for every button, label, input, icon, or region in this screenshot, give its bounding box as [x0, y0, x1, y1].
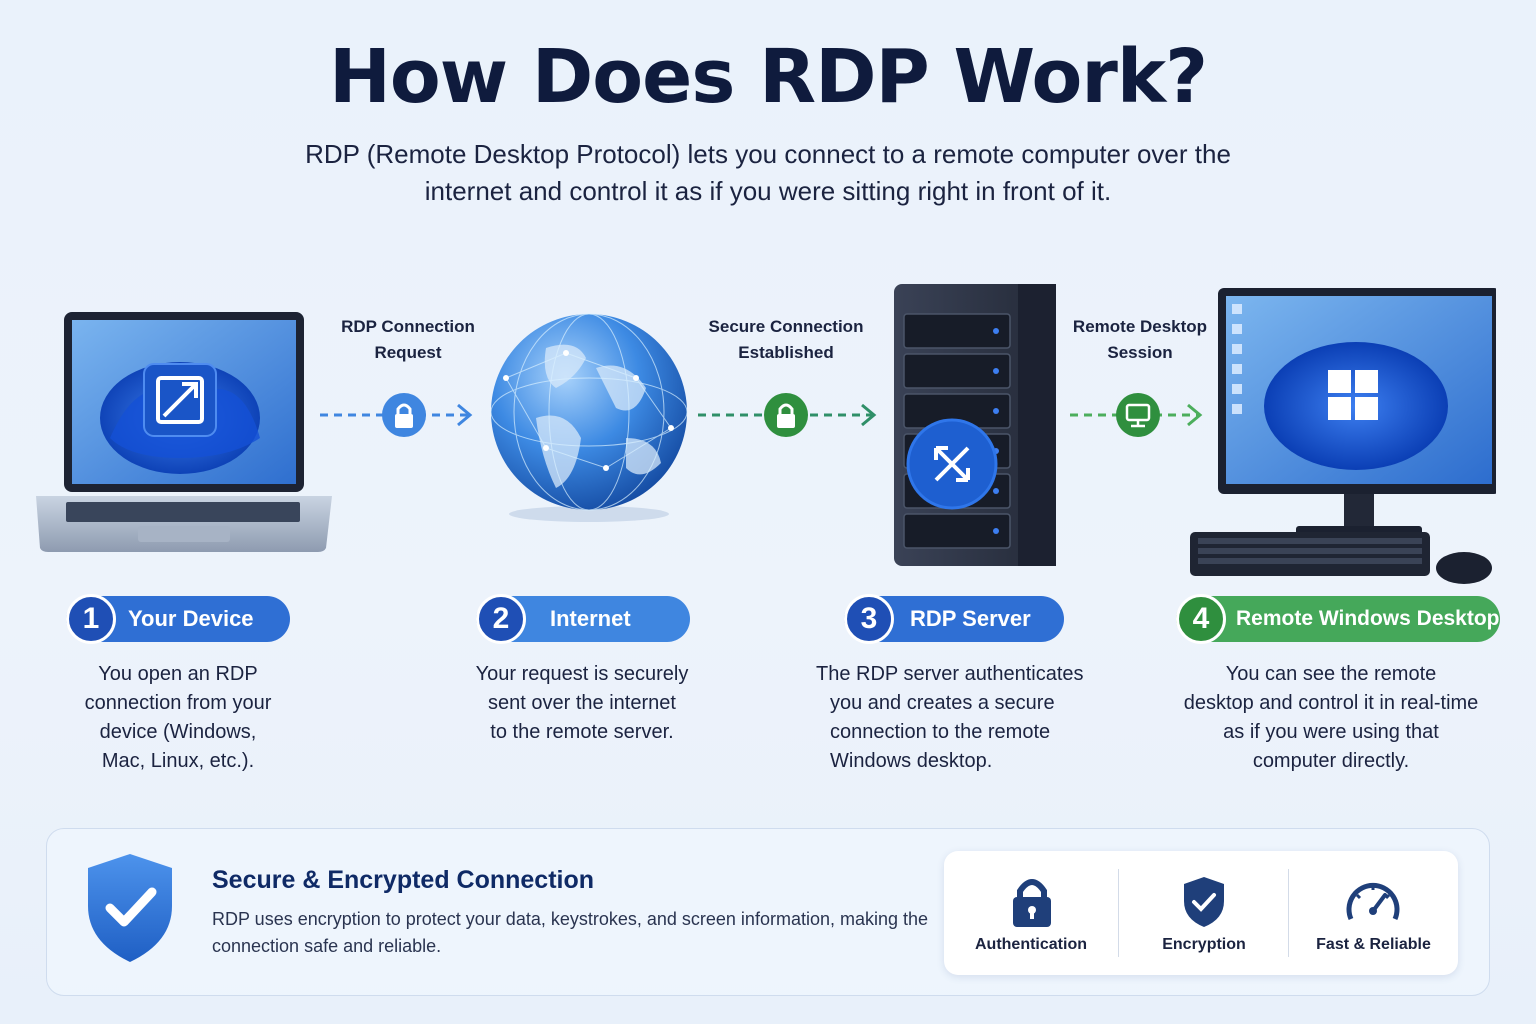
- step-desc-4: You can see the remote desktop and contr…: [1183, 663, 1479, 772]
- step-desc-1: You open an RDP connection from your dev…: [84, 663, 272, 772]
- padlock-icon: [1013, 879, 1051, 927]
- step-label: Internet: [550, 606, 631, 631]
- divider: [1288, 869, 1289, 957]
- globe-icon: [490, 313, 688, 522]
- step-badge-1: 1 Your Device: [66, 594, 290, 644]
- step-badge-3: 3 RDP Server: [844, 594, 1064, 644]
- feature-label: Fast & Reliable: [1316, 936, 1431, 953]
- feature-label: Authentication: [975, 936, 1087, 953]
- step-badge-4: 4 Remote Windows Desktop: [1176, 594, 1500, 644]
- step-label: RDP Server: [910, 606, 1031, 631]
- dashed-arrow-session: [1070, 393, 1203, 437]
- feature-encryption: Encryption: [1119, 851, 1289, 975]
- step-desc-3: The RDP server authenticates you and cre…: [816, 663, 1084, 772]
- security-description: RDP uses encryption to protect your data…: [212, 909, 929, 956]
- features-card: Authentication Encryption Fast & Reliabl…: [944, 851, 1458, 975]
- step-number: 4: [1176, 594, 1226, 644]
- monitor-icon: [1116, 393, 1160, 437]
- flow-label-session: Remote Desktop Session: [1072, 317, 1208, 362]
- flow-label-established: Secure Connection Established: [708, 317, 864, 362]
- step-number: 3: [844, 594, 894, 644]
- step-badge-2: 2 Internet: [476, 594, 690, 644]
- desktop-computer-icon: [1190, 288, 1496, 584]
- step-label: Your Device: [128, 606, 254, 631]
- step-number: 1: [66, 594, 116, 644]
- page-title: How Does RDP Work?: [328, 34, 1208, 120]
- dashed-arrow-established: [698, 393, 877, 437]
- server-tower-icon: [894, 284, 1056, 566]
- speedometer-icon: [1346, 882, 1400, 920]
- divider: [1118, 869, 1119, 957]
- feature-fast-reliable: Fast & Reliable: [1289, 851, 1458, 975]
- flow-label-request: RDP Connection Request: [341, 317, 475, 362]
- step-desc-2: Your request is securely sent over the i…: [475, 663, 689, 743]
- security-title: Secure & Encrypted Connection: [212, 866, 595, 894]
- feature-authentication: Authentication: [944, 851, 1118, 975]
- laptop-icon: [36, 312, 332, 552]
- page-subtitle: RDP (Remote Desktop Protocol) lets you c…: [305, 139, 1231, 206]
- dashed-arrow-request: [320, 393, 473, 437]
- step-number: 2: [476, 594, 526, 644]
- shield-check-icon: [1184, 877, 1224, 927]
- shield-check-icon: [88, 854, 172, 962]
- step-label: Remote Windows Desktop: [1236, 607, 1500, 630]
- feature-label: Encryption: [1162, 936, 1246, 953]
